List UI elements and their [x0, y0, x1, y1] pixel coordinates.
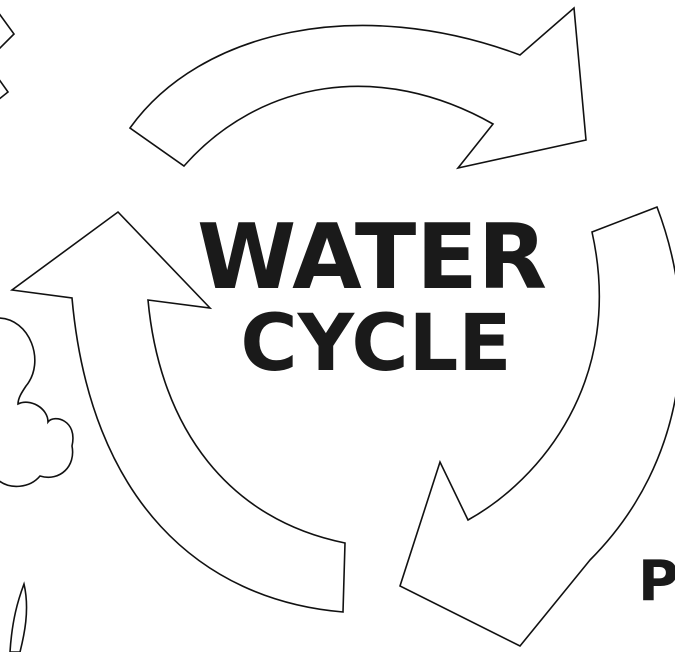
cut-off-label: P [638, 549, 675, 614]
title-line-water: WATER [197, 205, 547, 310]
title-line-cycle: CYCLE [240, 299, 511, 389]
partial-shape-top-left [0, 12, 14, 50]
leaf-icon [10, 584, 27, 652]
partial-shape-top-left-lower [0, 78, 8, 100]
cloud-icon [0, 318, 73, 486]
cycle-arrow-top [130, 8, 586, 168]
